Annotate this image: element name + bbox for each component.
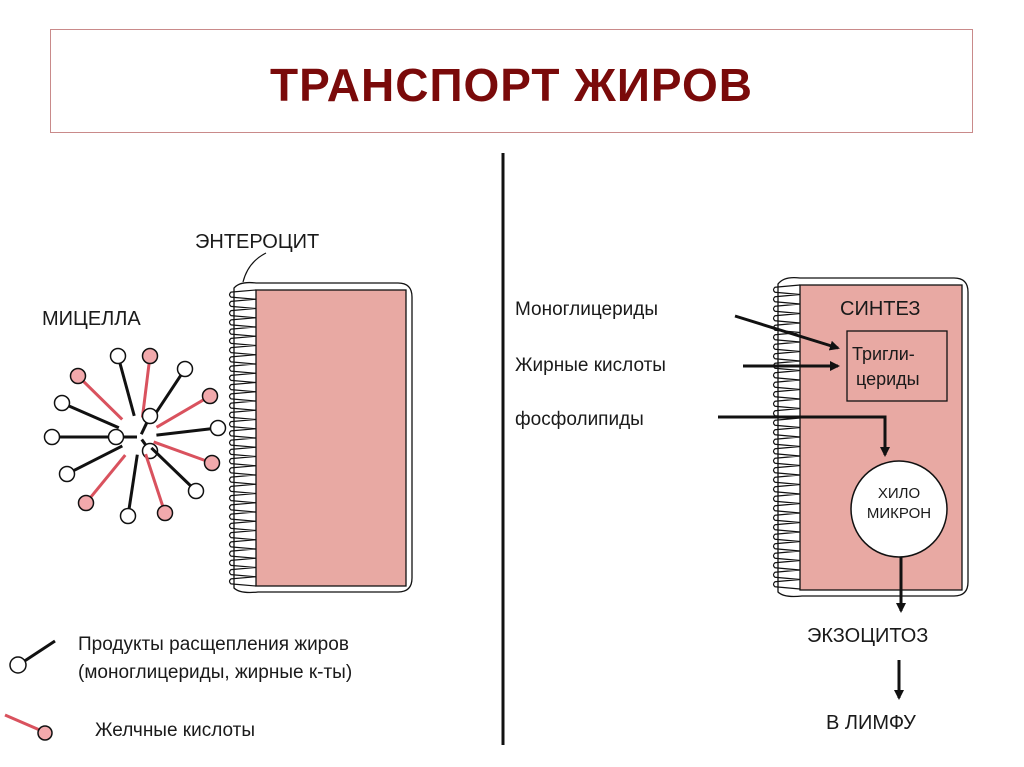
bile-acid-molecule	[153, 440, 221, 472]
lymph-label: В ЛИМФУ	[826, 712, 916, 734]
bile-acid-molecule	[77, 454, 127, 512]
monoglycerides-arrow	[734, 314, 840, 351]
legend-products-line2: (моноглицериды, жирные к-ты)	[78, 662, 353, 683]
page-title: ТРАНСПОРТ ЖИРОВ	[270, 59, 753, 111]
fat-product-molecule	[43, 428, 114, 446]
triglycerides-box	[846, 330, 948, 402]
micelle-label: МИЦЕЛЛА	[42, 308, 141, 330]
micelle	[43, 347, 227, 525]
enterocyte-pointer-line	[242, 252, 267, 283]
bile-acid-molecule	[144, 453, 174, 522]
left-cell-body	[255, 289, 407, 587]
chylomicron-line2: МИКРОН	[866, 505, 932, 522]
left-enterocyte	[228, 252, 413, 594]
right-microvilli	[772, 284, 801, 590]
enterocyte-label: ЭНТЕРОЦИТ	[195, 231, 320, 253]
triglycerides-line1: Тригли-	[852, 344, 915, 364]
bile-acid-molecule	[69, 367, 124, 421]
fat-product-molecule	[119, 454, 139, 525]
triglycerides-line2: цериды	[856, 369, 920, 389]
fat-product-molecule	[150, 446, 205, 500]
fat-product-molecule	[109, 347, 136, 417]
title-box: ТРАНСПОРТ ЖИРОВ	[50, 29, 973, 133]
legend-bile-symbol	[4, 713, 53, 741]
synthesis-label: СИНТЕЗ	[840, 298, 921, 320]
right-cell-outline	[777, 276, 969, 598]
fat-product-molecule	[58, 444, 123, 483]
chylomicron-line1: ХИЛО	[877, 485, 921, 502]
left-microvilli	[228, 289, 257, 587]
legend-product-symbol	[9, 639, 56, 674]
fat-product-molecule	[156, 419, 227, 437]
bile-acid-molecule	[155, 387, 219, 429]
legend-bile-acids: Желчные кислоты	[95, 720, 256, 741]
bile-acid-molecule	[140, 347, 159, 418]
chylomicron-circle	[850, 460, 948, 558]
exocytosis-label: ЭКЗОЦИТОЗ	[807, 625, 929, 647]
phospholipids-arrow	[718, 415, 890, 457]
fat-product-molecule	[107, 428, 137, 446]
input-phospholipids: фосфолипиды	[515, 409, 644, 430]
legend-products-line1: Продукты расщепления жиров	[78, 634, 349, 655]
input-fatty-acids: Жирные кислоты	[515, 355, 666, 376]
fat-product-molecule	[139, 407, 159, 435]
fat-product-molecule	[53, 394, 120, 430]
left-cell-outline	[233, 281, 413, 594]
input-monoglycerides: Моноглицериды	[515, 299, 659, 320]
